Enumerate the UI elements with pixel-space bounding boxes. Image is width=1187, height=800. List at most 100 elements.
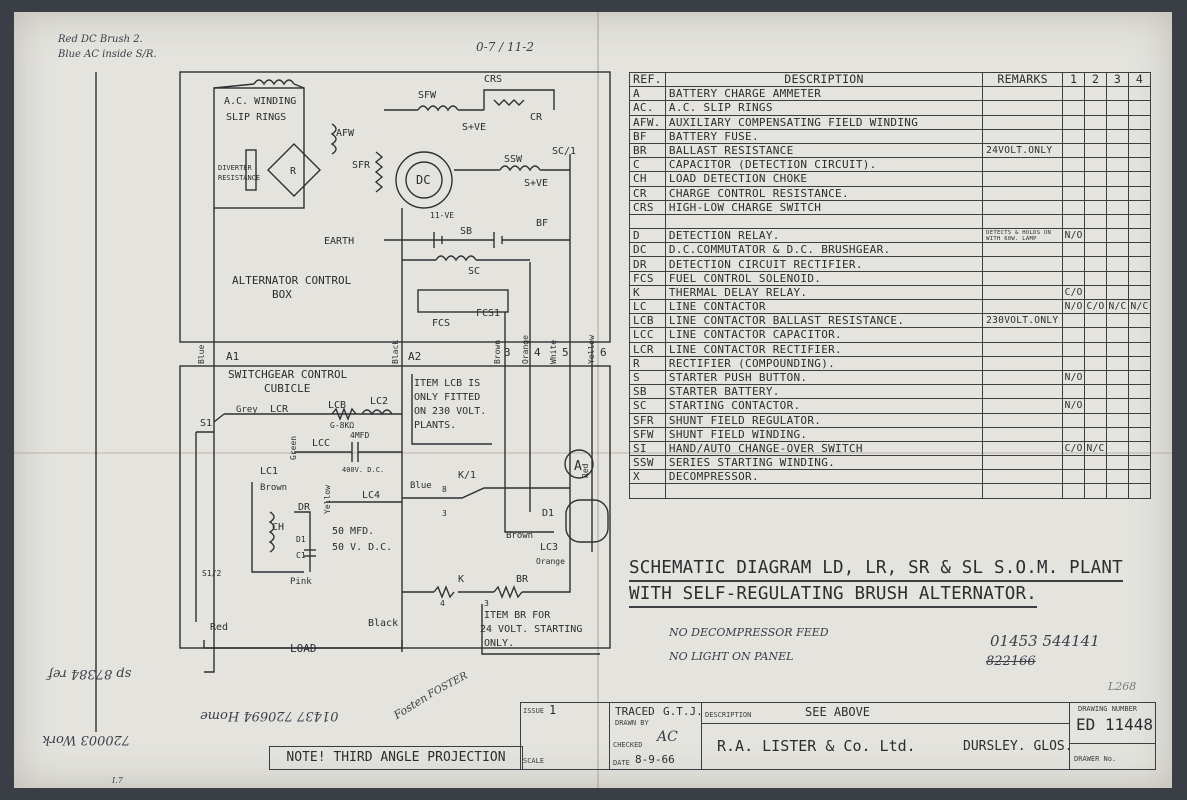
ref-cell: SSW (629, 455, 666, 471)
ac-winding-label: A.C. WINDING (224, 96, 296, 107)
d1-relay (565, 499, 609, 543)
diverter-label: DIVERTER (218, 164, 253, 172)
contact-cell (1062, 469, 1086, 485)
sc-label: SC (468, 266, 480, 277)
ref-cell (629, 483, 666, 499)
s-ve-label: S+VE (524, 178, 548, 189)
red-wire-label: Red (581, 463, 590, 478)
title-block: ISSUE 1 SCALE TRACED G.T.J. DRAWN BY CHE… (520, 702, 1156, 770)
contact-cell (1062, 171, 1086, 187)
company-name: R.A. LISTER & Co. Ltd. (717, 737, 916, 755)
handwritten-phone: 01453 544141 (990, 632, 1100, 650)
contact-cell (1106, 142, 1129, 159)
r-label: R (290, 166, 297, 177)
drawing-number: ED 11448 (1076, 715, 1154, 734)
contact-cell: C/O (1084, 298, 1108, 315)
ref-cell: K (629, 284, 666, 301)
traced-cell: TRACED G.T.J. DRAWN BY CHECKED AC DATE 8… (609, 703, 703, 769)
dr-label: DR (298, 502, 311, 513)
contact-cell (1127, 128, 1152, 144)
afw-label: AFW (336, 128, 355, 139)
contact-cell (1106, 86, 1129, 102)
checked-initials: AC (657, 729, 678, 745)
contact-cell (1106, 171, 1129, 187)
handwritten-note: NO DECOMPRESSOR FEED (669, 626, 829, 639)
description-cell: LINE CONTACTOR CAPACITOR. (664, 327, 984, 343)
remarks-cell (982, 171, 1064, 187)
contact-cell (1106, 327, 1129, 343)
description-cell: BATTERY FUSE. (664, 128, 984, 144)
contact-cell (1127, 228, 1152, 244)
handwritten-note: Blue AC inside S/R. (58, 49, 157, 60)
table-header-row: REF. DESCRIPTION REMARKS 1 2 3 4 (629, 71, 1152, 88)
s-ve-label: S+VE (462, 122, 486, 133)
wire-4-label: 4 (534, 346, 541, 359)
contact-cell (1084, 313, 1108, 329)
contact-cell (1106, 157, 1129, 173)
contact-cell: N/C (1127, 298, 1152, 315)
description-cell: LOAD DETECTION CHOKE (664, 171, 984, 187)
ammeter (564, 449, 594, 479)
table-row: AC.A.C. SLIP RINGS (629, 100, 1152, 116)
wire-6-label: 6 (600, 346, 607, 359)
contact-cell (1127, 341, 1152, 357)
description-cell (664, 213, 984, 230)
fold-crease-horizontal (14, 452, 1172, 454)
diagram-title-line1: SCHEMATIC DIAGRAM LD, LR, SR & SL S.O.M.… (629, 558, 1149, 582)
sgc-cubicle-label: CUBICLE (264, 382, 310, 395)
handwritten-phone-struck: 822166 (986, 654, 1036, 669)
contact-cell (1106, 355, 1129, 371)
remarks-cell (982, 128, 1064, 144)
contact-cell (1127, 256, 1152, 272)
description-cell (664, 483, 984, 499)
ref-cell: CR (629, 185, 666, 201)
date-value: 8-9-66 (635, 753, 675, 766)
lc4-label: LC4 (362, 490, 380, 501)
remarks-cell (982, 242, 1064, 258)
description-cell: CHARGE CONTROL RESISTANCE. (664, 185, 984, 201)
s1-switch (213, 413, 225, 423)
diverter-resistance (245, 149, 257, 191)
remarks-cell (982, 455, 1064, 471)
s1-2-label: S1/2 (202, 569, 221, 578)
contact-cell (1084, 270, 1108, 286)
ref-cell: SI (629, 440, 666, 457)
dc-machine (395, 151, 453, 209)
description-header: DESCRIPTION (664, 71, 984, 88)
contact-cell (1106, 384, 1129, 400)
lc-coil (361, 409, 393, 416)
contact-cell (1062, 114, 1086, 130)
contact-cell (1127, 398, 1152, 414)
slip-rings-label: SLIP RINGS (226, 112, 286, 123)
ref-cell: SB (629, 384, 666, 400)
remarks-cell: 230VOLT.ONLY (982, 313, 1064, 329)
remarks-cell (982, 86, 1064, 102)
description-cell: D.C.COMMUTATOR & D.C. BRUSHGEAR. (664, 242, 984, 258)
contact-cell (1106, 199, 1129, 215)
brown-wire-label: Brown (493, 340, 502, 364)
contact-cell (1106, 341, 1129, 357)
br-resistor (493, 585, 523, 599)
ref-cell: D (629, 228, 666, 244)
description-cell: DETECTION CIRCUIT RECTIFIER. (664, 256, 984, 272)
afw-coil (330, 123, 337, 155)
contact-cell (1062, 455, 1086, 471)
description-cell: LINE CONTACTOR RECTIFIER. (664, 341, 984, 357)
contact-cell: N/O (1062, 398, 1086, 414)
contact-cell (1106, 114, 1129, 130)
contact-cell (1062, 185, 1086, 201)
remarks-header: REMARKS (982, 71, 1064, 88)
fold-crease-vertical (597, 12, 599, 788)
remarks-cell (982, 440, 1064, 457)
wire-3-label: 3 (504, 346, 511, 359)
contact-cell (1106, 213, 1129, 230)
contact-cell (1127, 440, 1152, 457)
description-cell: THERMAL DELAY RELAY. (664, 284, 984, 301)
ref-cell: LC (629, 298, 666, 315)
contact-cell (1127, 384, 1152, 400)
ch-coil (268, 511, 275, 553)
contact-cell (1084, 455, 1108, 471)
contact-cell (1106, 469, 1129, 485)
